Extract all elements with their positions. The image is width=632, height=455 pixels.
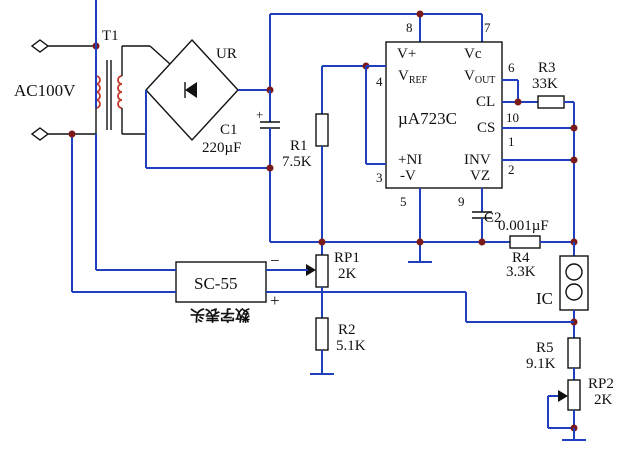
resistor-r1 — [315, 62, 370, 255]
pin-vz-label: VZ — [470, 168, 490, 184]
ic-cell-label: IC — [536, 289, 553, 308]
rp1-value: 2K — [338, 266, 357, 282]
r5-name: R5 — [536, 340, 554, 356]
pin5-number: 5 — [400, 194, 407, 209]
right-network — [502, 79, 578, 242]
r3-value: 33K — [532, 76, 558, 92]
pin-cl-label: CL — [476, 94, 495, 110]
pin9-number: 9 — [458, 194, 465, 209]
pin-negv-label: -V — [400, 168, 416, 184]
c1-name: C1 — [220, 122, 238, 138]
pin-vc-label: Vc — [464, 46, 482, 62]
c2-value: 0.001µF — [498, 218, 549, 234]
pin-vref-label: VREF — [398, 68, 428, 86]
rp2-name: RP2 — [588, 376, 614, 392]
rp1-name: RP1 — [334, 250, 360, 266]
r1-name: R1 — [290, 138, 308, 154]
pin-cs-label: CS — [477, 120, 495, 136]
positive-rail — [266, 10, 483, 94]
r5-value: 9.1K — [526, 356, 556, 372]
r2-value: 5.1K — [336, 338, 366, 354]
potentiometer-rp1 — [306, 254, 329, 318]
ua723c-ic — [365, 41, 503, 263]
ac-source-label: AC100V — [14, 81, 76, 100]
pin-inv-label: INV — [464, 152, 491, 168]
sc55-meter — [68, 0, 574, 323]
ic-name-label: µA723C — [398, 109, 457, 128]
bridge-rectifier-ur — [122, 38, 270, 169]
meter-label: SC-55 — [194, 274, 237, 293]
capacitor-c1: + — [256, 90, 280, 242]
pin8-number: 8 — [406, 20, 413, 35]
pin4-number: 4 — [376, 74, 383, 89]
resistor-r2 — [310, 317, 334, 375]
r2-name: R2 — [338, 322, 356, 338]
svg-text:+: + — [256, 107, 263, 122]
r4-name: R4 — [512, 250, 530, 266]
pin10-number: 10 — [506, 110, 519, 125]
pin6-number: 6 — [508, 60, 515, 75]
ac-input-terminals — [30, 39, 96, 141]
pin-vout-label: VOUT — [464, 68, 495, 86]
lower-bus — [270, 235, 578, 249]
c2-name: C2 — [484, 210, 502, 226]
pin-vplus-label: V+ — [397, 46, 416, 62]
ic-cell — [559, 242, 589, 338]
c1-value: 220µF — [202, 140, 242, 156]
r4-value: 3.3K — [506, 264, 536, 280]
rp2-value: 2K — [594, 392, 613, 408]
r3-name: R3 — [538, 60, 556, 76]
pin2-number: 2 — [508, 162, 515, 177]
pin3-number: 3 — [376, 170, 383, 185]
meter-caption: 数字表头 — [190, 306, 250, 324]
resistor-r5 — [567, 337, 581, 380]
r1-value: 7.5K — [282, 154, 312, 170]
rectifier-label: UR — [216, 46, 237, 62]
pin7-number: 7 — [484, 20, 491, 35]
meter-minus: − — [270, 251, 280, 270]
transformer-label: T1 — [102, 28, 119, 44]
pin-ni-label: +NI — [398, 152, 422, 168]
meter-plus: + — [270, 291, 280, 310]
pin1-number: 1 — [508, 134, 515, 149]
potentiometer-rp2 — [547, 379, 586, 441]
